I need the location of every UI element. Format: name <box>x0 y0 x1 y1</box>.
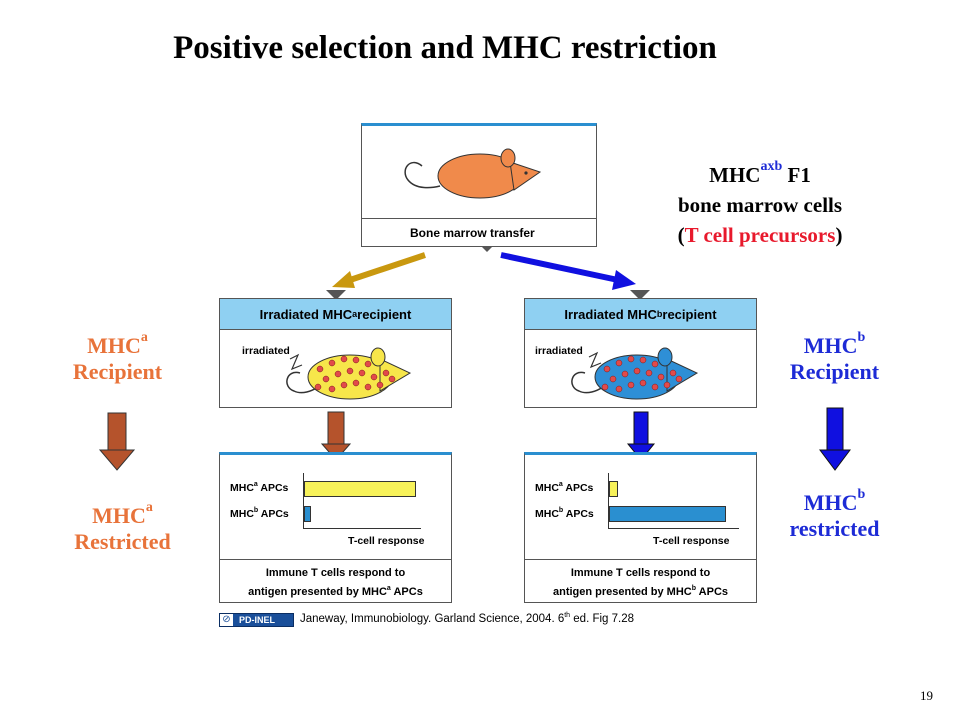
donor-label: MHCaxb F1 bone marrow cells (T cell prec… <box>630 152 890 250</box>
donor-label-line1: MHCaxb F1 <box>709 159 811 187</box>
donor-panel: Bone marrow transfer <box>361 123 597 247</box>
irradiated-label-a: irradiated <box>242 345 290 357</box>
donor-caption-bar: Bone marrow transfer <box>362 218 596 247</box>
right-bar-mhc-a <box>609 481 618 497</box>
right-bar-mhc-b <box>609 506 726 522</box>
mhc-a-recipient-label: MHCa Recipient <box>72 330 163 385</box>
pointer-right-recipient <box>630 290 650 300</box>
left-row2-label: MHCb APCs <box>230 507 289 520</box>
left-bar-mhc-a <box>304 481 416 497</box>
right-row1-label: MHCa APCs <box>535 481 594 494</box>
donor-pointer <box>481 246 493 252</box>
arrow-to-mhc-a <box>332 252 426 288</box>
slide-title: Positive selection and MHC restriction <box>173 30 717 66</box>
left-plot-frame <box>303 473 421 529</box>
mhc-b-restricted-label: MHCb restricted <box>789 487 880 542</box>
left-bar-mhc-b <box>304 506 311 522</box>
right-result-caption: Immune T cells respond to antigen presen… <box>525 559 756 604</box>
arrow-mhc-b-recipient-to-restricted <box>819 407 851 471</box>
right-result-line1: Immune T cells respond to <box>570 567 711 579</box>
left-result-line1: Immune T cells respond to <box>265 567 406 579</box>
figure-credit: Janeway, Immunobiology. Garland Science,… <box>300 612 635 625</box>
left-row1-label: MHCa APCs <box>230 481 289 494</box>
mouse-a-icon <box>286 347 412 400</box>
result-panel-b: MHCa APCs MHCb APCs T-cell response Immu… <box>524 452 757 603</box>
right-row2-label: MHCb APCs <box>535 507 594 520</box>
mhc-b-recipient-label: MHCb Recipient <box>789 330 880 385</box>
right-axis-label: T-cell response <box>653 535 730 547</box>
result-panel-a: MHCa APCs MHCb APCs T-cell response Immu… <box>219 452 452 603</box>
pointer-left-recipient <box>326 290 346 300</box>
mhc-a-restricted-label: MHCa Restricted <box>74 500 171 555</box>
license-badge[interactable]: ⊘ PD-INEL <box>219 613 294 627</box>
donor-label-line3: (T cell precursors) <box>677 223 843 247</box>
page-number: 19 <box>920 688 933 703</box>
license-badge-text: PD-INEL <box>239 615 275 625</box>
left-result-line2: antigen presented by MHCa APCs <box>248 585 423 598</box>
arrow-to-mhc-b <box>500 252 636 290</box>
left-result-caption: Immune T cells respond to antigen presen… <box>220 559 451 604</box>
irradiated-label-b: irradiated <box>535 345 583 357</box>
right-result-line2: antigen presented by MHCb APCs <box>552 585 729 598</box>
right-plot-frame <box>608 473 739 529</box>
donor-mouse-icon <box>404 148 542 199</box>
left-axis-label: T-cell response <box>348 535 425 547</box>
arrow-mhc-a-recipient-to-restricted <box>98 412 136 471</box>
mouse-b-icon <box>571 347 699 400</box>
license-icon: ⊘ <box>220 614 233 626</box>
donor-label-line2: bone marrow cells <box>677 193 843 217</box>
donor-caption: Bone marrow transfer <box>410 226 535 240</box>
